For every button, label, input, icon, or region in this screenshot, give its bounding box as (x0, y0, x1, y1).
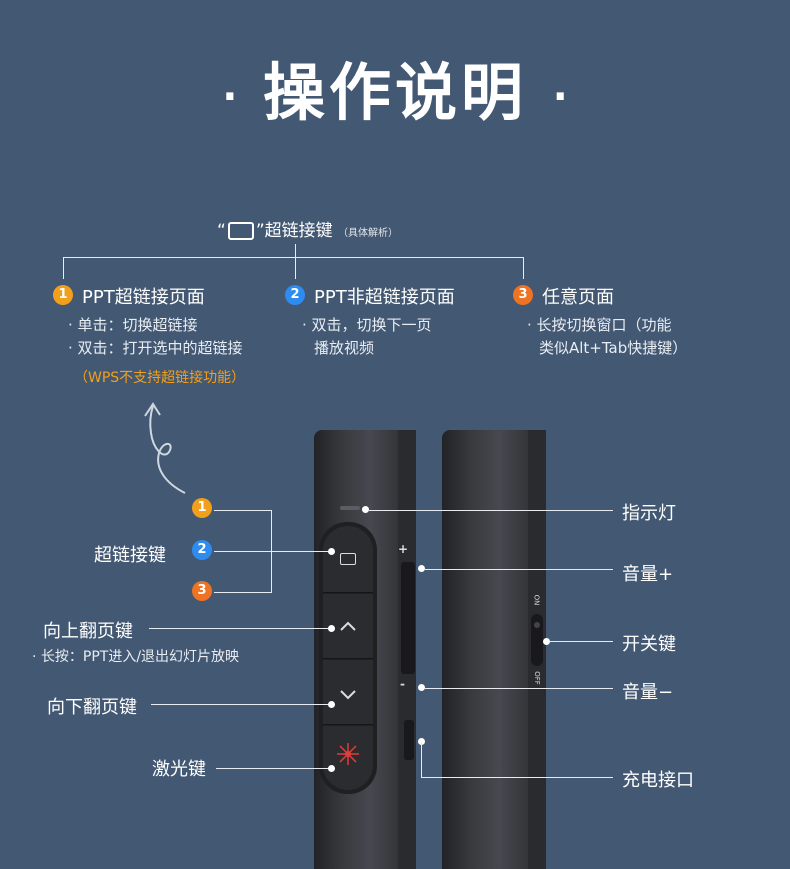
title-dot-right: · (552, 73, 568, 120)
bracket-tick-3 (523, 257, 524, 279)
volume-up-point (418, 565, 425, 572)
section-3-body: · 长按切换窗口（功能 类似Alt+Tab快捷键） (527, 314, 687, 360)
bracket-tick-1 (63, 257, 64, 279)
laser-point (328, 765, 335, 772)
charging-port (404, 720, 414, 760)
page-up-sub: · 长按：PPT进入/退出幻灯片放映 (32, 649, 240, 665)
indicator-light (340, 506, 360, 510)
bracket-horizontal (63, 257, 524, 258)
volume-plus-mark: + (398, 542, 409, 556)
power-switch[interactable] (531, 614, 543, 666)
page-up-label: 向上翻页键 (43, 621, 133, 642)
badge-1-line (214, 510, 271, 511)
hyperlink-key-label: 超链接键 (264, 221, 333, 241)
volume-down-line (425, 688, 613, 689)
page-down-point (328, 701, 335, 708)
power-switch-knob (534, 622, 540, 628)
section-2-head: PPT非超链接页面 (314, 287, 455, 308)
section-2-badge: 2 (285, 285, 305, 305)
power-on-mark: ON (532, 594, 541, 606)
indicator-label: 指示灯 (622, 503, 676, 524)
charging-line-vertical (421, 742, 422, 778)
hyperlink-button[interactable] (323, 526, 373, 593)
title-dot-left: · (222, 73, 238, 120)
hyperlink-square-icon (340, 553, 356, 565)
section-1-body: · 单击：切换超链接 · 双击：打开选中的超链接 (68, 314, 243, 360)
page-up-point (328, 625, 335, 632)
charging-point (418, 738, 425, 745)
page-title: · 操作说明 · (0, 62, 790, 124)
section-1-badge: 1 (53, 285, 73, 305)
section-2-line-2: 播放视频 (314, 339, 375, 357)
charging-line-horizontal (421, 777, 613, 778)
hyperlink-key-label-left: 超链接键 (94, 545, 166, 566)
power-off-mark: OFF (532, 671, 541, 685)
bracket-tick-2 (295, 244, 296, 279)
section-3-line-2: 类似Alt+Tab快捷键） (539, 339, 688, 357)
section-3-line-1: · 长按切换窗口（功能 (527, 316, 672, 334)
volume-up-label: 音量+ (622, 564, 674, 585)
hyperlink-square-icon (227, 222, 254, 240)
page-up-line (149, 628, 329, 629)
quote-open: “ (217, 221, 226, 241)
power-label: 开关键 (622, 634, 676, 655)
section-1-line-1: · 单击：切换超链接 (68, 316, 198, 334)
power-point (543, 638, 550, 645)
badge-bracket-line (271, 510, 272, 593)
badge-3-line (214, 592, 271, 593)
chevron-up-icon (340, 621, 356, 631)
hyperlink-point (328, 548, 335, 555)
page-down-line (151, 704, 329, 705)
page-up-button[interactable] (323, 594, 373, 659)
chevron-down-icon (340, 690, 356, 700)
volume-minus-mark: - (400, 677, 405, 691)
indicator-point (362, 506, 369, 513)
volume-up-line (425, 569, 613, 570)
volume-down-point (418, 684, 425, 691)
quote-close: ” (255, 221, 265, 241)
power-line (550, 641, 613, 642)
section-3-head: 任意页面 (542, 287, 614, 308)
section-2-body: · 双击，切换下一页 播放视频 (302, 314, 432, 360)
volume-rocker[interactable] (401, 562, 415, 674)
page-down-button[interactable] (323, 660, 373, 725)
section-2-line-1: · 双击，切换下一页 (302, 316, 432, 334)
hyperlink-badge-1: 1 (192, 498, 212, 518)
hyperlink-badge-3: 3 (192, 581, 212, 601)
title-text: 操作说明 (262, 56, 527, 129)
laser-label: 激光键 (152, 759, 206, 780)
section-1-head: PPT超链接页面 (82, 287, 205, 308)
laser-burst-icon (337, 743, 359, 765)
section-3-badge: 3 (513, 285, 533, 305)
page-down-label: 向下翻页键 (47, 697, 137, 718)
hyperlink-key-heading: “ ”超链接键 （具体解析） (217, 216, 398, 241)
badge-2-line (214, 551, 332, 552)
section-1-note: （WPS不支持超链接功能） (74, 370, 246, 386)
laser-line (216, 768, 329, 769)
laser-button[interactable] (323, 726, 373, 790)
indicator-line (369, 510, 613, 511)
section-1-line-2: · 双击：打开选中的超链接 (68, 339, 243, 357)
hyperlink-key-note: （具体解析） (338, 228, 399, 239)
charging-label: 充电接口 (622, 770, 694, 791)
curved-arrow-icon (144, 402, 186, 494)
hyperlink-badge-2: 2 (192, 540, 212, 560)
volume-down-label: 音量− (622, 682, 674, 703)
